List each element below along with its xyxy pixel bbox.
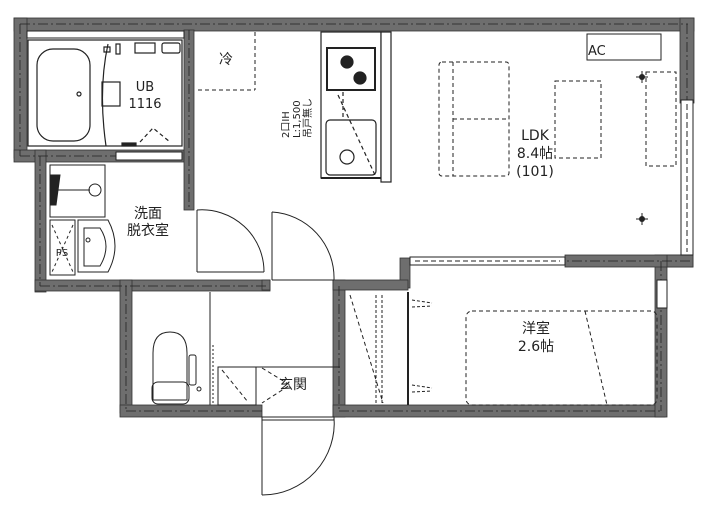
- washroom-label-1: 洗面: [134, 206, 162, 222]
- bath-label: UB: [136, 80, 154, 95]
- doors: [196, 209, 335, 496]
- kitchen-spec: 2口IH L:1,500 吊戸無し: [281, 98, 314, 138]
- fridge-space: [198, 32, 256, 91]
- ps-label: PS: [56, 248, 68, 259]
- entrance-fixtures: [217, 366, 340, 406]
- kitchen-spec-line2: L:1,500: [292, 100, 303, 138]
- ac-label: AC: [588, 44, 606, 59]
- entrance-label: 玄関: [279, 376, 307, 393]
- bath-size-label: 1116: [128, 97, 161, 112]
- windows: [26, 30, 694, 309]
- washroom-fixtures: [49, 164, 116, 276]
- kitchen-spec-line1: 2口IH: [281, 111, 292, 138]
- ceiling-light-icon: [636, 71, 648, 225]
- kitchen-spec-line3: 吊戸無し: [301, 98, 314, 138]
- bed: [465, 310, 658, 406]
- ldk-label: LDK: [521, 128, 550, 144]
- western-room-label: 洋室: [522, 320, 550, 337]
- ldk-furniture: [438, 61, 677, 177]
- washroom-label-2: 脱衣室: [127, 222, 169, 239]
- ac-unit: [586, 33, 662, 61]
- ldk-unit: (101): [516, 164, 554, 180]
- western-room-area: 2.6帖: [518, 339, 554, 355]
- western-closet: [349, 292, 433, 405]
- unit-bath: [27, 39, 183, 147]
- kitchen-counter: [320, 31, 392, 183]
- toilet: [151, 292, 214, 405]
- ldk-area: 8.4帖: [517, 146, 553, 162]
- fridge-label: 冷: [219, 52, 233, 68]
